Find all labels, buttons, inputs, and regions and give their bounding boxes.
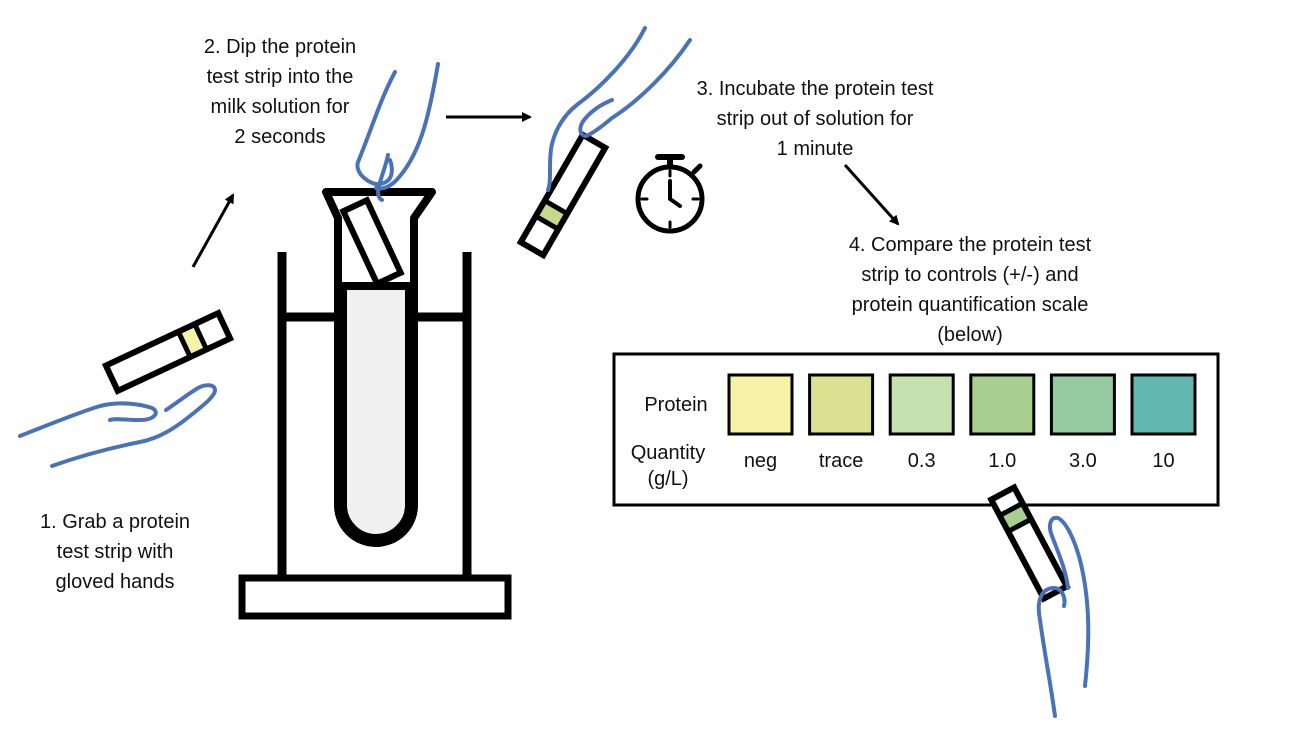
unit-label: (g/L): [647, 468, 689, 490]
hand-icon: [18, 383, 217, 468]
swatch-row: [727, 373, 1197, 436]
step-3-text: 3. Incubate the protein test strip out o…: [696, 78, 934, 160]
color-swatch-0.3: [888, 373, 955, 436]
test-tube-icon: [322, 188, 436, 547]
color-swatch-trace: [808, 373, 875, 436]
tube-stand-icon: [238, 252, 512, 620]
step-1-text: 1. Grab a protein test strip with gloved…: [39, 511, 191, 593]
arrow-icon: [191, 193, 235, 268]
test-strip-icon: [101, 309, 235, 395]
stopwatch-icon: [635, 154, 705, 234]
quantity-label: 0.3: [907, 450, 936, 472]
test-strip-icon: [516, 130, 610, 260]
color-swatch-3.0: [1049, 373, 1116, 436]
quantity-row-label: Quantity: [630, 442, 706, 464]
step-4-text: 4. Compare the protein test strip to con…: [848, 234, 1092, 346]
quantity-label: 1.0: [988, 450, 1017, 472]
hand-icon: [355, 62, 440, 202]
test-strip-icon: [339, 196, 405, 288]
color-swatch-10: [1130, 373, 1197, 436]
quantity-label: trace: [818, 450, 864, 472]
color-swatch-neg: [727, 373, 794, 436]
hand-icon: [1036, 515, 1091, 718]
hand-icon: [546, 26, 692, 192]
test-strip-icon: [987, 483, 1071, 603]
protein-row-label: Protein: [644, 394, 708, 416]
quantity-label: 10: [1152, 450, 1175, 472]
quantity-label: 3.0: [1068, 450, 1097, 472]
quantity-label: neg: [743, 450, 778, 472]
color-swatch-1.0: [969, 373, 1036, 436]
step-2-text: 2. Dip the protein test strip into the m…: [203, 36, 357, 148]
arrow-icon: [843, 163, 900, 226]
